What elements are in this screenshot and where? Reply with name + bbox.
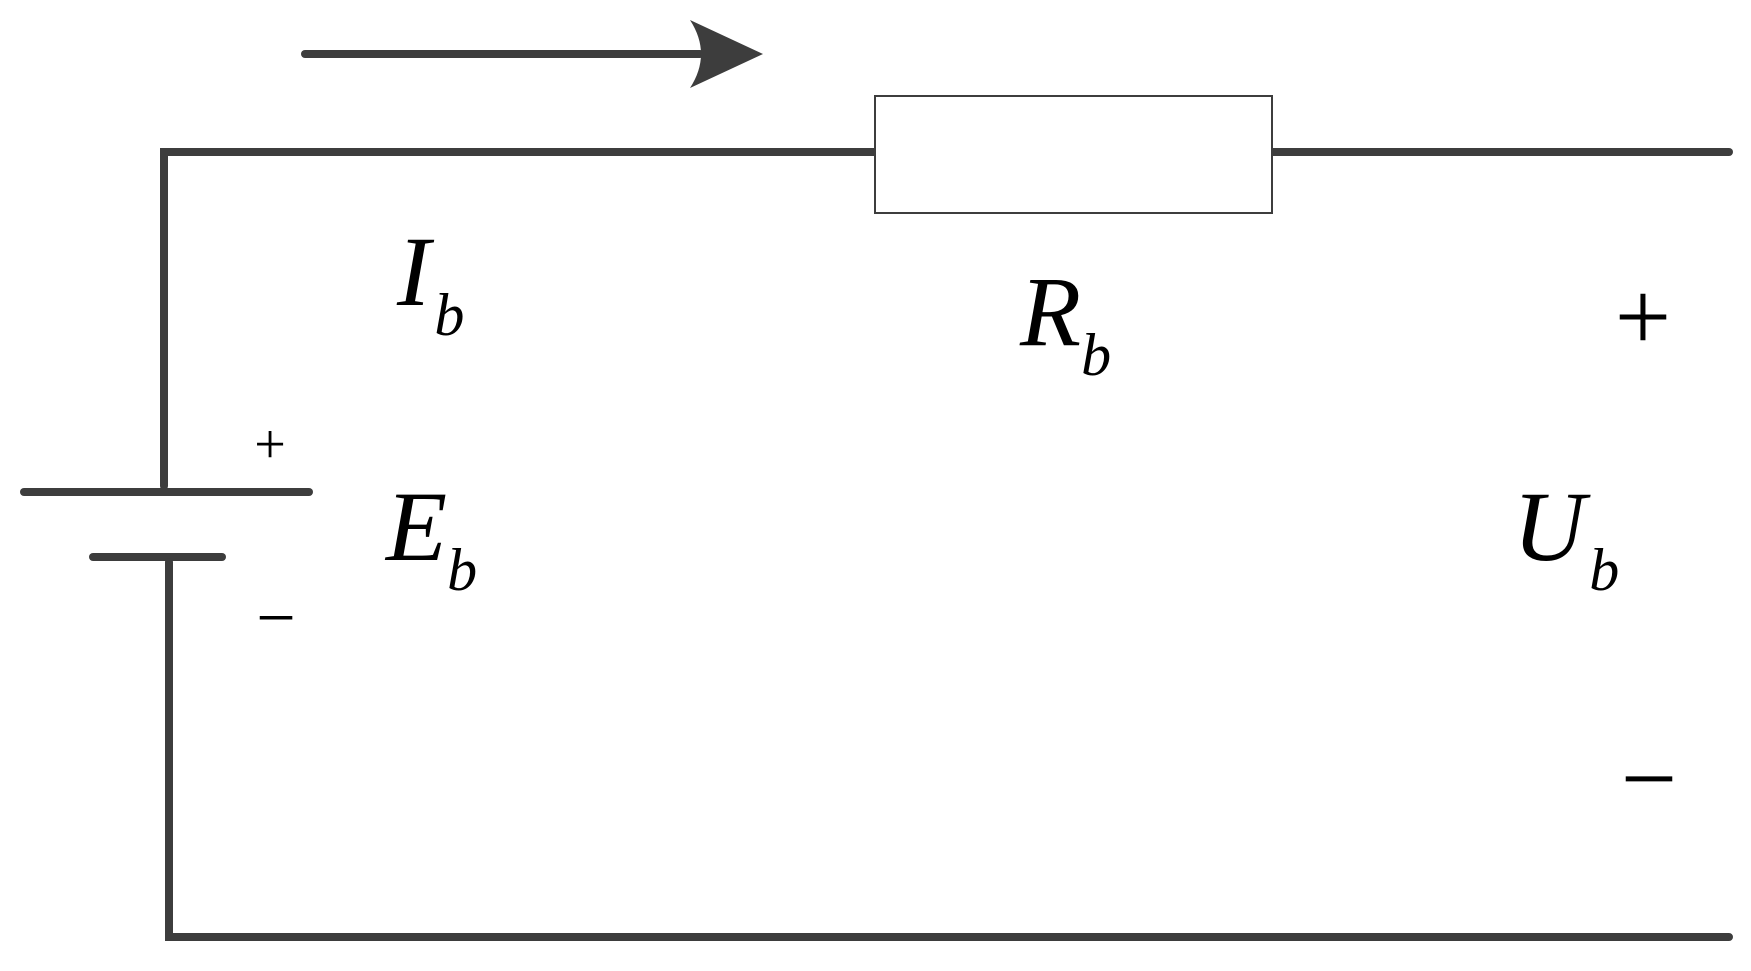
resistor bbox=[874, 95, 1273, 214]
resistance-label: Rb bbox=[1019, 256, 1111, 388]
current-arrow-head bbox=[690, 20, 763, 88]
voltage-label: Ub bbox=[1513, 471, 1619, 603]
source-minus-sign: − bbox=[256, 580, 295, 657]
output-minus-sign: − bbox=[1621, 723, 1677, 834]
current-arrow bbox=[301, 20, 763, 88]
top-left-wire bbox=[160, 148, 879, 490]
output-plus-sign: + bbox=[1615, 261, 1671, 372]
source-label: Eb bbox=[384, 471, 477, 603]
current-label: Ib bbox=[396, 216, 464, 348]
bottom-wire bbox=[165, 558, 1733, 941]
source-plus-sign: + bbox=[254, 414, 286, 476]
